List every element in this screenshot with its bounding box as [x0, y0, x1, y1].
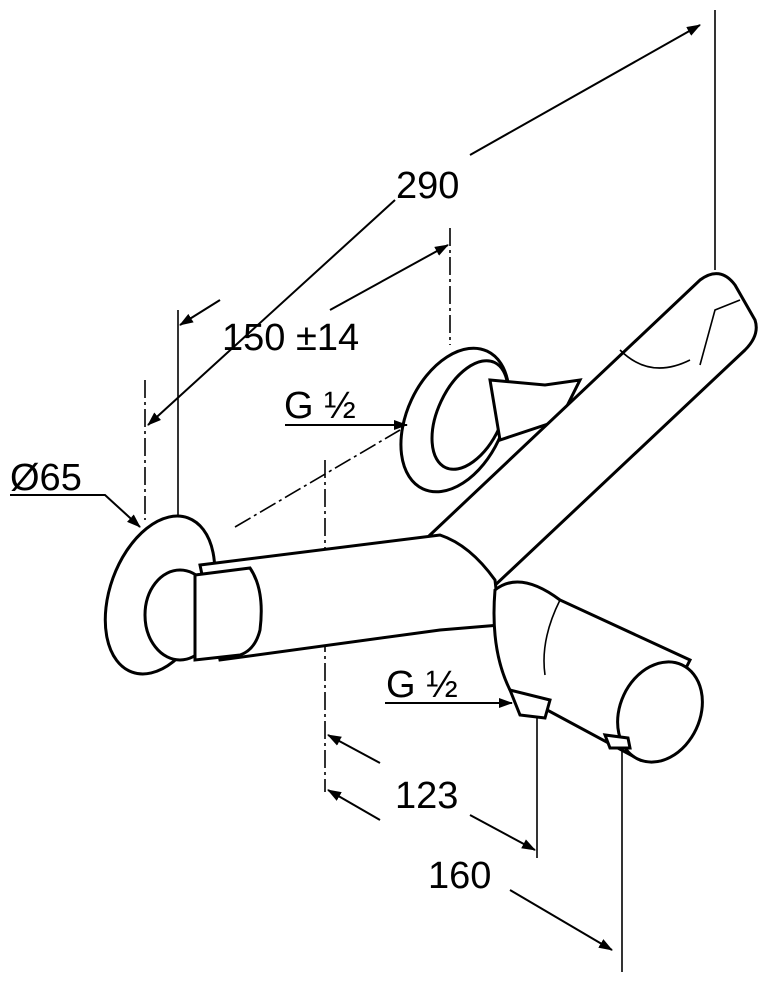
thread-bottom-label: G ½	[386, 664, 458, 706]
diameter-65-label: Ø65	[10, 457, 82, 499]
dimension-290-label: 290	[396, 165, 459, 207]
dimension-123-label: 123	[395, 775, 458, 817]
extension-lines	[144, 10, 716, 972]
dimension-150-label: 150 ±14	[222, 317, 359, 359]
thread-top-label: G ½	[284, 385, 356, 427]
dimension-160-label: 160	[428, 855, 491, 897]
faucet-body	[103, 272, 758, 764]
dimension-lines	[10, 24, 701, 951]
